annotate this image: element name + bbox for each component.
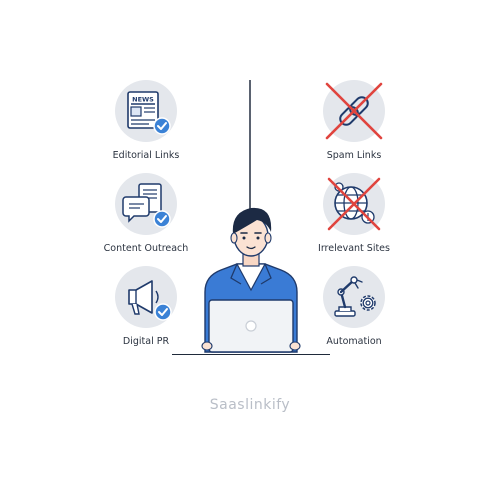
desk-line — [172, 354, 330, 355]
center-divider — [249, 80, 251, 210]
item-automation: Automation — [294, 266, 414, 348]
item-label: Digital PR — [122, 336, 170, 347]
robot-arm-gear-icon — [323, 266, 385, 328]
check-badge-icon — [153, 210, 171, 228]
item-content-outreach: Content Outreach — [86, 173, 206, 255]
apple-logo-icon — [245, 320, 257, 332]
item-label: Editorial Links — [112, 150, 180, 161]
chain-link-icon — [323, 80, 385, 142]
chat-document-icon — [115, 173, 177, 235]
item-label: Content Outreach — [103, 243, 189, 254]
red-x-icon — [325, 82, 383, 140]
item-spam-links: Spam Links — [294, 80, 414, 162]
item-label: Automation — [326, 336, 382, 347]
hair — [232, 207, 272, 234]
item-label: Spam Links — [326, 150, 382, 161]
newspaper-text: NEWS — [132, 96, 154, 104]
megaphone-icon — [115, 266, 177, 328]
item-digital-pr: Digital PR — [86, 266, 206, 348]
newspaper-icon: NEWS — [115, 80, 177, 142]
brand-watermark: Saaslinkify — [209, 397, 291, 413]
person-with-laptop-illustration — [201, 207, 301, 353]
red-x-icon — [327, 177, 381, 231]
check-badge-icon — [154, 303, 172, 321]
globe-icon — [323, 173, 385, 235]
item-irrelevant-sites: Irrelevant Sites — [294, 173, 414, 255]
check-badge-icon — [153, 117, 171, 135]
gear-icon — [360, 295, 376, 311]
item-label: Irrelevant Sites — [318, 243, 390, 254]
item-editorial-links: NEWS Editorial Links — [86, 80, 206, 162]
